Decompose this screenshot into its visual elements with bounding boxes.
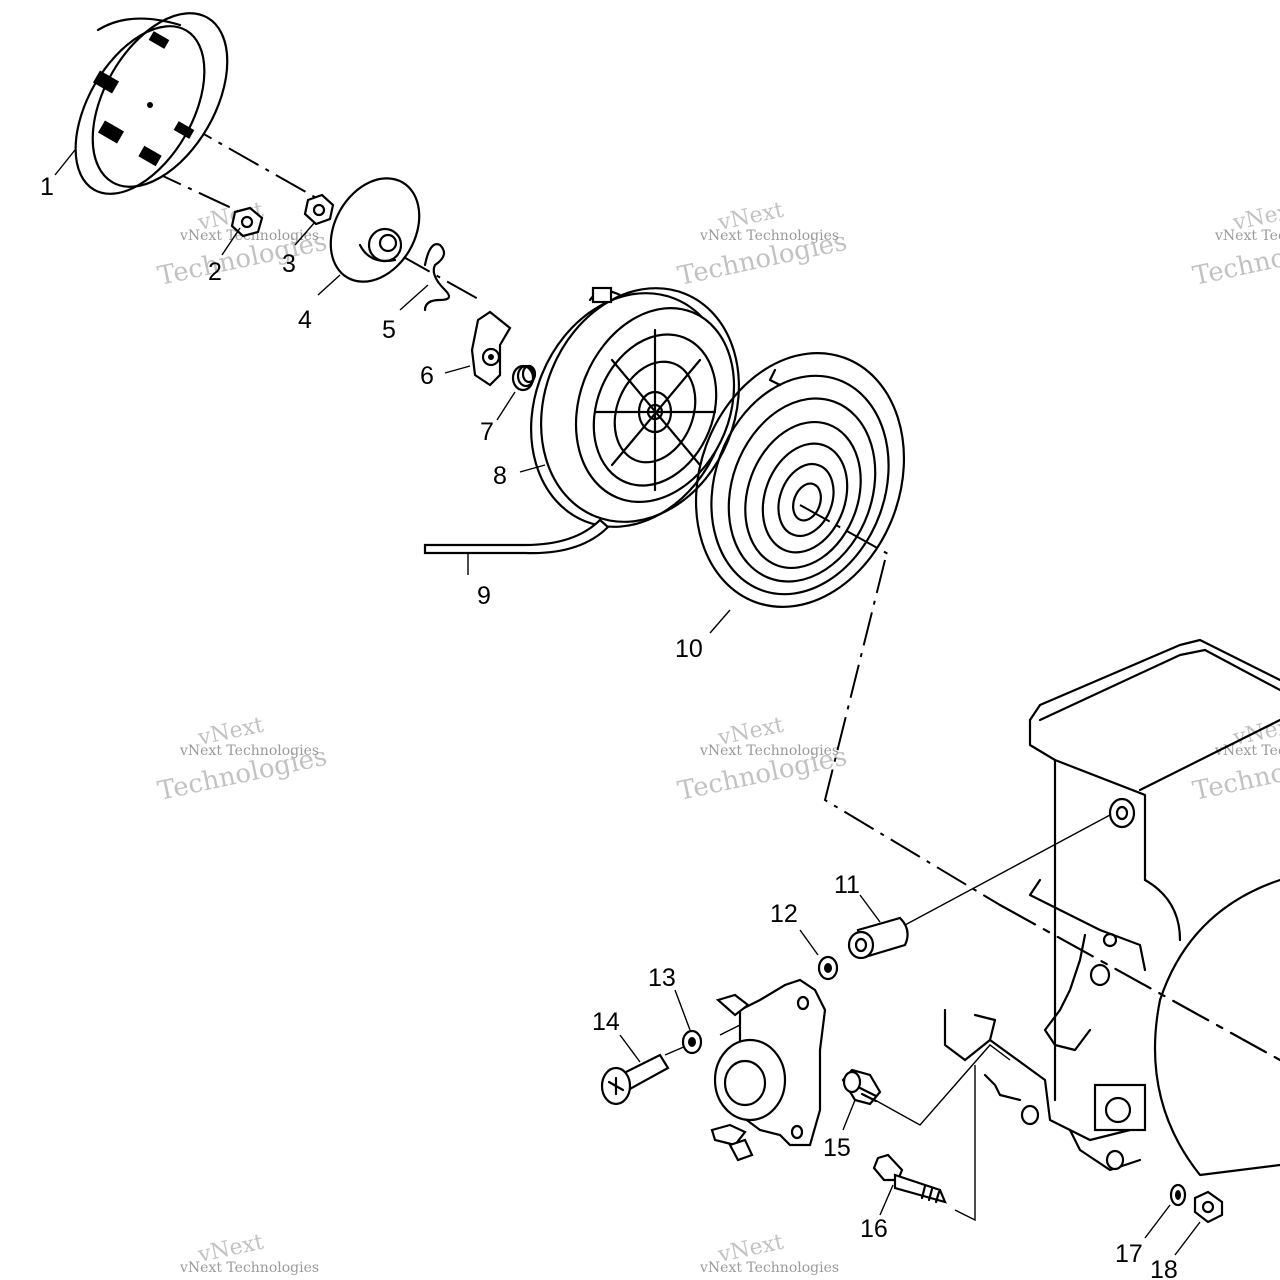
watermark: vNext Technologies vNext (179, 1230, 319, 1276)
svg-text:vNext Technologies: vNext Technologies (699, 1260, 839, 1276)
recoil-pulley (530, 286, 740, 528)
watermark: vNext Technologies vNext (699, 1230, 839, 1276)
callout-10: 10 (675, 635, 703, 663)
nut-3 (303, 193, 335, 226)
watermark: vNext Technologies vNext Technologies (1190, 198, 1280, 292)
drive-plate (329, 177, 421, 283)
engine-housing (943, 638, 1280, 1177)
callout-18: 18 (1150, 1256, 1178, 1280)
spring-clip (423, 243, 451, 312)
svg-text:vNext Technologies: vNext Technologies (1214, 228, 1280, 244)
washer-17 (1169, 1183, 1187, 1207)
watermark: vNext Technologies vNext Technologies (675, 713, 850, 807)
callout-11: 11 (834, 871, 860, 899)
callout-3: 3 (282, 250, 296, 278)
callout-14: 14 (592, 1008, 620, 1036)
watermark: vNext Technologies vNext Technologies (675, 198, 850, 292)
lock-washer-13 (681, 1029, 703, 1055)
svg-text:vNext Technologies: vNext Technologies (179, 1260, 319, 1276)
washer-12 (817, 955, 839, 981)
callout-6: 6 (420, 362, 434, 390)
callout-1: 1 (40, 173, 54, 201)
svg-text:vNext Technologies: vNext Technologies (699, 743, 839, 759)
fuel-pump (710, 978, 827, 1162)
svg-text:vNext Technologies: vNext Technologies (699, 228, 839, 244)
callout-15: 15 (823, 1134, 851, 1162)
callout-8: 8 (493, 462, 507, 490)
screw-14 (600, 1053, 670, 1106)
starter-rope (423, 518, 610, 555)
callout-2: 2 (208, 258, 222, 286)
sleeve (847, 916, 909, 960)
callout-4: 4 (298, 306, 312, 334)
callout-5: 5 (382, 316, 396, 344)
callout-12: 12 (770, 900, 798, 928)
bolt-16 (872, 1153, 947, 1204)
callouts: 1 2 3 4 5 6 7 8 9 10 11 12 13 14 15 16 1… (40, 173, 1178, 1280)
svg-text:vNext Technologies: vNext Technologies (179, 228, 319, 244)
callout-16: 16 (860, 1215, 888, 1243)
pawl (470, 310, 512, 387)
svg-text:vNext Technologies: vNext Technologies (1214, 743, 1280, 759)
callout-17: 17 (1115, 1240, 1143, 1268)
callout-7: 7 (480, 418, 494, 446)
nut-18 (1193, 1190, 1224, 1224)
nut-15 (841, 1068, 882, 1106)
svg-text:vNext Technologies: vNext Technologies (179, 743, 319, 759)
axis-lines (134, 94, 1280, 1222)
leader-lines (54, 149, 1201, 1256)
pawl-spring (511, 364, 537, 392)
callout-13: 13 (648, 964, 676, 992)
starter-cup (74, 12, 229, 195)
watermark: vNext Technologies vNext Technologies (155, 713, 330, 807)
callout-9: 9 (477, 582, 491, 610)
recoil-spring (694, 352, 906, 608)
